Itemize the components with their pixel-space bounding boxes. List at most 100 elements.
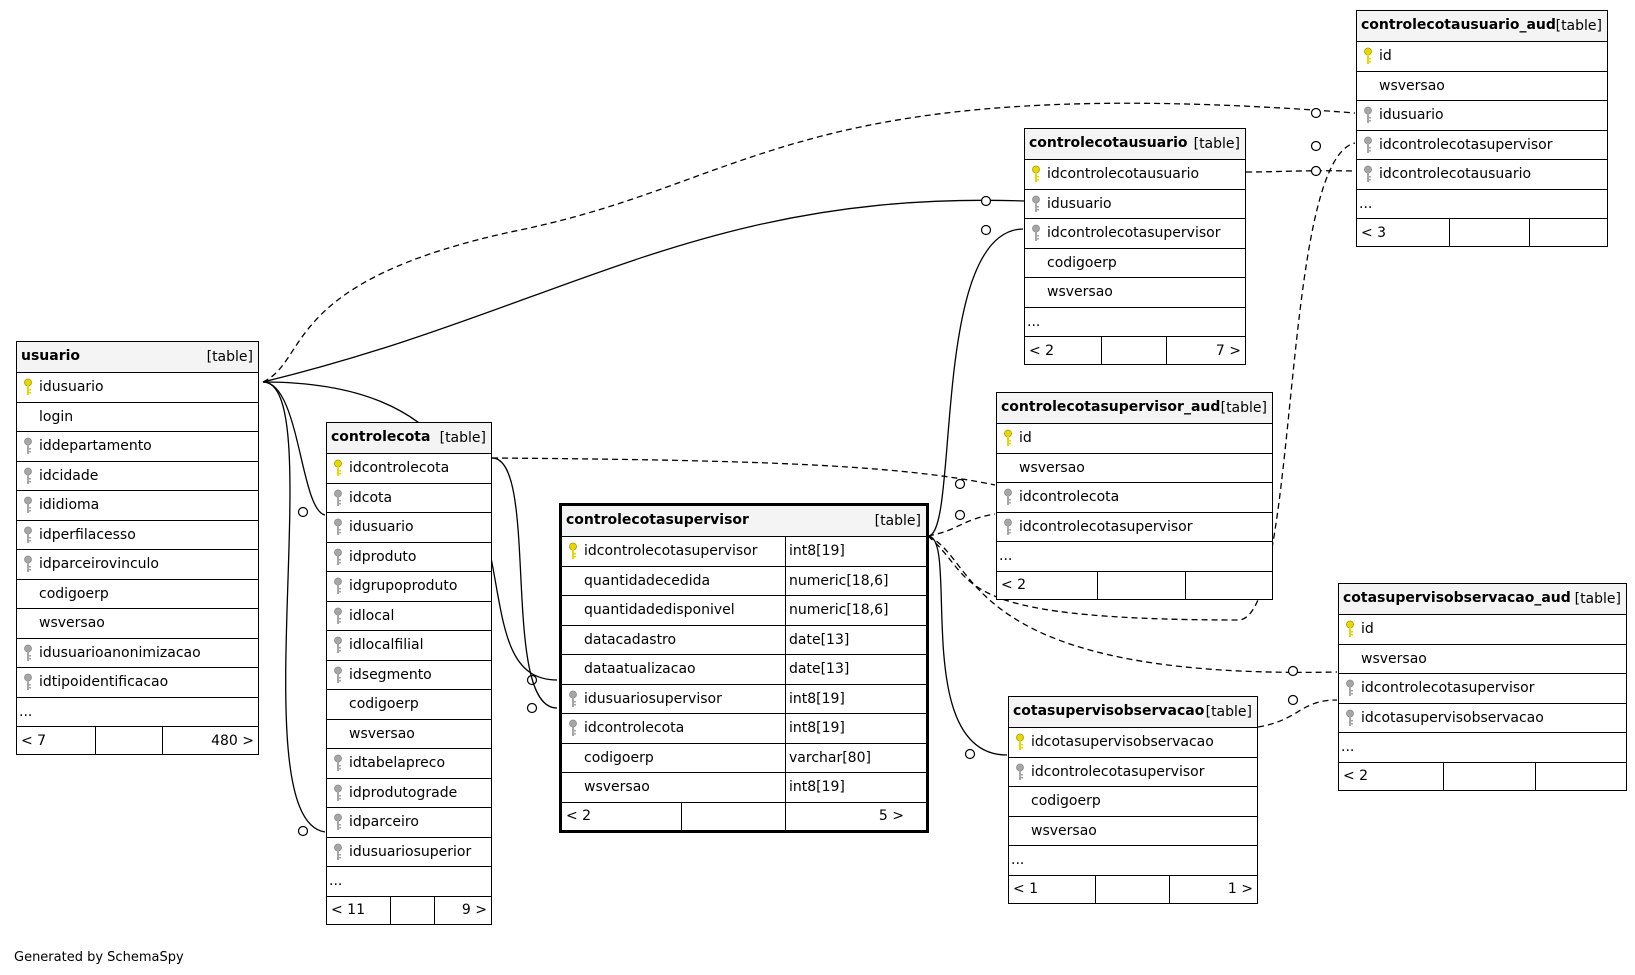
- column-name: idusuario: [39, 379, 104, 396]
- row-count: [96, 727, 163, 754]
- table-controlecotausuario_aud[interactable]: controlecotausuario_aud [table] id wsver…: [1356, 10, 1608, 247]
- key-slot: [17, 526, 39, 544]
- row-count: [1444, 762, 1536, 790]
- column-row[interactable]: idprodutograde: [327, 779, 491, 808]
- column-row[interactable]: quantidadedisponivel numeric[18,6]: [562, 596, 926, 626]
- parent-count: < 2: [1339, 762, 1445, 790]
- key-slot: [327, 754, 349, 772]
- column-row[interactable]: idusuarioanonimizacao: [17, 639, 258, 668]
- column-row[interactable]: wsversao: [327, 720, 491, 749]
- table-footer: < 2: [997, 571, 1272, 599]
- column-row[interactable]: wsversao: [1025, 278, 1245, 308]
- column-row[interactable]: idlocalfilial: [327, 631, 491, 661]
- foreign-key-icon: [334, 784, 342, 801]
- column-row[interactable]: codigoerp: [1009, 787, 1257, 817]
- key-slot: [327, 813, 349, 831]
- column-row[interactable]: idcontrolecotasupervisor: [1025, 219, 1245, 249]
- relationship-edge: [927, 513, 996, 537]
- table-cotasupervisobservacao_aud[interactable]: cotasupervisobservacao_aud [table] id ws…: [1338, 583, 1627, 791]
- relationship-edge: [262, 381, 326, 516]
- table-controlecotasupervisor_aud[interactable]: controlecotasupervisor_aud [table] id ws…: [996, 392, 1273, 600]
- column-row[interactable]: wsversao: [1357, 72, 1607, 101]
- column-name: quantidadedisponivel: [584, 602, 735, 619]
- column-row[interactable]: idcontrolecotasupervisor: [1339, 674, 1626, 704]
- column-row[interactable]: idusuario: [17, 373, 258, 403]
- column-row[interactable]: codigoerp: [17, 580, 258, 609]
- column-row[interactable]: idcontrolecota: [997, 483, 1272, 513]
- key-slot: [997, 429, 1019, 447]
- foreign-key-icon: [1364, 165, 1372, 183]
- key-slot: [1009, 733, 1031, 751]
- column-type: date[13]: [785, 655, 907, 684]
- column-row[interactable]: id: [1357, 42, 1607, 72]
- column-row[interactable]: idusuario: [327, 513, 491, 543]
- column-row[interactable]: iddepartamento: [17, 432, 258, 462]
- column-type: date[13]: [785, 625, 907, 654]
- column-row[interactable]: idusuariosupervisor int8[19]: [562, 684, 926, 714]
- column-row[interactable]: idcota: [327, 484, 491, 513]
- column-row[interactable]: idusuario: [1025, 190, 1245, 219]
- more-columns: ...: [997, 542, 1272, 572]
- column-row[interactable]: codigoerp: [327, 690, 491, 720]
- column-row[interactable]: idsegmento: [327, 661, 491, 690]
- optional-marker: [954, 509, 966, 521]
- column-row[interactable]: codigoerp varchar[80]: [562, 743, 926, 773]
- column-row[interactable]: id: [1339, 615, 1626, 645]
- more-indicator: ...: [329, 873, 343, 890]
- column-row[interactable]: ididioma: [17, 491, 258, 521]
- column-row[interactable]: idcotasupervisobservacao: [1009, 728, 1257, 758]
- foreign-key-icon: [334, 548, 342, 565]
- column-row[interactable]: idtabelapreco: [327, 749, 491, 779]
- column-row[interactable]: wsversao: [1009, 817, 1257, 846]
- column-row[interactable]: idusuario: [1357, 101, 1607, 131]
- column-name: idusuario: [349, 519, 414, 536]
- table-cotasupervisobservacao[interactable]: cotasupervisobservacao [table] idcotasup…: [1008, 696, 1258, 904]
- column-row[interactable]: idcontrolecotasupervisor: [1009, 758, 1257, 787]
- column-row[interactable]: idparceirovinculo: [17, 550, 258, 580]
- column-row[interactable]: idcontrolecota int8[19]: [562, 714, 926, 744]
- child-count: [1536, 763, 1626, 790]
- column-row[interactable]: idcontrolecotausuario: [1357, 160, 1607, 190]
- column-name: codigoerp: [1047, 254, 1117, 271]
- column-row[interactable]: idlocal: [327, 602, 491, 631]
- column-row[interactable]: idcontrolecotasupervisor int8[19]: [562, 537, 926, 567]
- foreign-key-icon: [24, 644, 32, 661]
- table-name: usuario: [21, 348, 81, 364]
- column-row[interactable]: idcontrolecota: [327, 454, 491, 484]
- column-row[interactable]: idcotasupervisobservacao: [1339, 704, 1626, 733]
- table-controlecotausuario[interactable]: controlecotausuario [table] idcontroleco…: [1024, 128, 1246, 365]
- column-row[interactable]: idtipoidentificacao: [17, 668, 258, 698]
- table-controlecotasupervisor[interactable]: controlecotasupervisor [table] idcontrol…: [559, 503, 929, 833]
- column-row[interactable]: wsversao: [17, 609, 258, 639]
- column-row[interactable]: login: [17, 403, 258, 432]
- column-row[interactable]: wsversao int8[19]: [562, 773, 926, 803]
- column-row[interactable]: wsversao: [1339, 645, 1626, 674]
- column-name: wsversao: [39, 615, 105, 632]
- foreign-key-icon: [334, 813, 342, 831]
- key-slot: [17, 467, 39, 485]
- column-row[interactable]: codigoerp: [1025, 249, 1245, 278]
- table-usuario[interactable]: usuario [table] idusuario login iddepart…: [16, 341, 259, 755]
- column-name: idcota: [349, 489, 393, 506]
- table-controlecota[interactable]: controlecota [table] idcontrolecota idco…: [326, 422, 492, 925]
- column-row[interactable]: wsversao: [997, 454, 1272, 483]
- key-slot: [1025, 165, 1047, 183]
- column-row[interactable]: idperfilacesso: [17, 521, 258, 550]
- column-row[interactable]: dataatualizacao date[13]: [562, 655, 926, 685]
- column-row[interactable]: idusuariosuperior: [327, 838, 491, 867]
- column-row[interactable]: quantidadecedida numeric[18,6]: [562, 566, 926, 596]
- column-row[interactable]: idcontrolecotausuario: [1025, 160, 1245, 190]
- table-type: [table]: [1555, 18, 1602, 34]
- column-row[interactable]: idgrupoproduto: [327, 572, 491, 602]
- column-row[interactable]: idcidade: [17, 462, 258, 491]
- column-row[interactable]: idcontrolecotasupervisor: [997, 513, 1272, 542]
- column-row[interactable]: idcontrolecotasupervisor: [1357, 131, 1607, 160]
- column-name: id: [1019, 430, 1032, 447]
- column-row[interactable]: idproduto: [327, 543, 491, 572]
- column-name: wsversao: [1031, 822, 1097, 839]
- column-row[interactable]: idparceiro: [327, 808, 491, 838]
- table-header: controlecotasupervisor_aud [table]: [997, 393, 1272, 424]
- column-row[interactable]: datacadastro date[13]: [562, 625, 926, 655]
- column-row[interactable]: id: [997, 424, 1272, 454]
